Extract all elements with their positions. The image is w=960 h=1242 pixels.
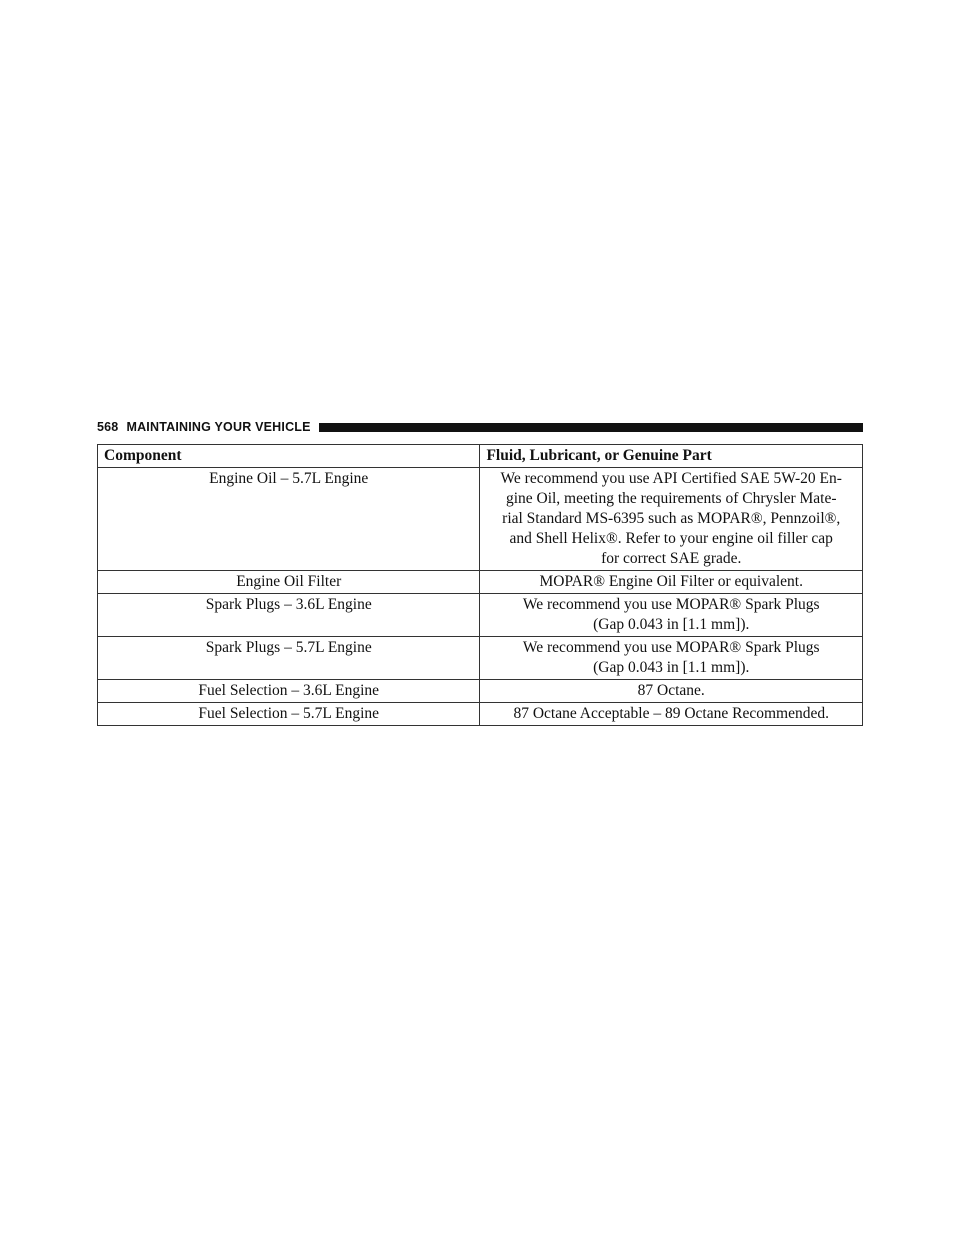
fluid-text-line: for correct SAE grade. xyxy=(601,550,742,567)
fluid-cell: 87 Octane. xyxy=(479,679,863,703)
page-number: 568 xyxy=(97,420,119,434)
fluid-text-line: We recommend you use API Certified SAE 5… xyxy=(500,470,842,487)
fluid-cell: MOPAR® Engine Oil Filter or equivalent. xyxy=(479,570,863,594)
fluid-text-line: We recommend you use MOPAR® Spark Plugs xyxy=(522,596,820,613)
fluid-text-line: and Shell Helix®. Refer to your engine o… xyxy=(509,530,833,547)
column-header-fluid: Fluid, Lubricant, or Genuine Part xyxy=(479,444,863,468)
fluid-text-line: (Gap 0.043 in [1.1 mm]). xyxy=(593,616,750,633)
section-title: MAINTAINING YOUR VEHICLE xyxy=(126,420,311,434)
fluid-cell: 87 Octane Acceptable – 89 Octane Recomme… xyxy=(479,702,863,726)
component-cell: Spark Plugs – 3.6L Engine xyxy=(96,593,481,637)
column-header-component: Component xyxy=(96,444,481,468)
table-header-row: Component Fluid, Lubricant, or Genuine P… xyxy=(96,444,863,468)
table-row: Engine Oil Filter MOPAR® Engine Oil Filt… xyxy=(96,570,863,594)
fluids-lubricants-table: Component Fluid, Lubricant, or Genuine P… xyxy=(96,444,863,726)
fluid-text-line: rial Standard MS-6395 such as MOPAR®, Pe… xyxy=(502,510,841,527)
table-row: Fuel Selection – 3.6L Engine 87 Octane. xyxy=(96,679,863,703)
fluid-cell: We recommend you use MOPAR® Spark Plugs … xyxy=(479,593,863,637)
table-row: Spark Plugs – 3.6L Engine We recommend y… xyxy=(96,593,863,637)
component-cell: Engine Oil Filter xyxy=(96,570,481,594)
fluid-text-line: gine Oil, meeting the requirements of Ch… xyxy=(505,490,837,507)
fluid-text-line: 87 Octane Acceptable – 89 Octane Recomme… xyxy=(513,705,829,722)
component-cell: Engine Oil – 5.7L Engine xyxy=(96,467,481,571)
fluid-cell: We recommend you use MOPAR® Spark Plugs … xyxy=(479,636,863,680)
fluid-text-line: MOPAR® Engine Oil Filter or equivalent. xyxy=(539,573,803,590)
table-row: Spark Plugs – 5.7L Engine We recommend y… xyxy=(96,636,863,680)
component-cell: Fuel Selection – 3.6L Engine xyxy=(96,679,481,703)
fluid-text-line: (Gap 0.043 in [1.1 mm]). xyxy=(593,659,750,676)
component-cell: Fuel Selection – 5.7L Engine xyxy=(96,702,481,726)
header-rule xyxy=(318,422,863,432)
page-header: 568 MAINTAINING YOUR VEHICLE xyxy=(97,418,863,436)
table-row: Engine Oil – 5.7L Engine We recommend yo… xyxy=(96,467,863,571)
fluid-text-line: 87 Octane. xyxy=(637,682,705,699)
fluid-text-line: We recommend you use MOPAR® Spark Plugs xyxy=(522,639,820,656)
table-row: Fuel Selection – 5.7L Engine 87 Octane A… xyxy=(96,702,863,726)
component-cell: Spark Plugs – 5.7L Engine xyxy=(96,636,481,680)
fluid-cell: We recommend you use API Certified SAE 5… xyxy=(479,467,863,571)
